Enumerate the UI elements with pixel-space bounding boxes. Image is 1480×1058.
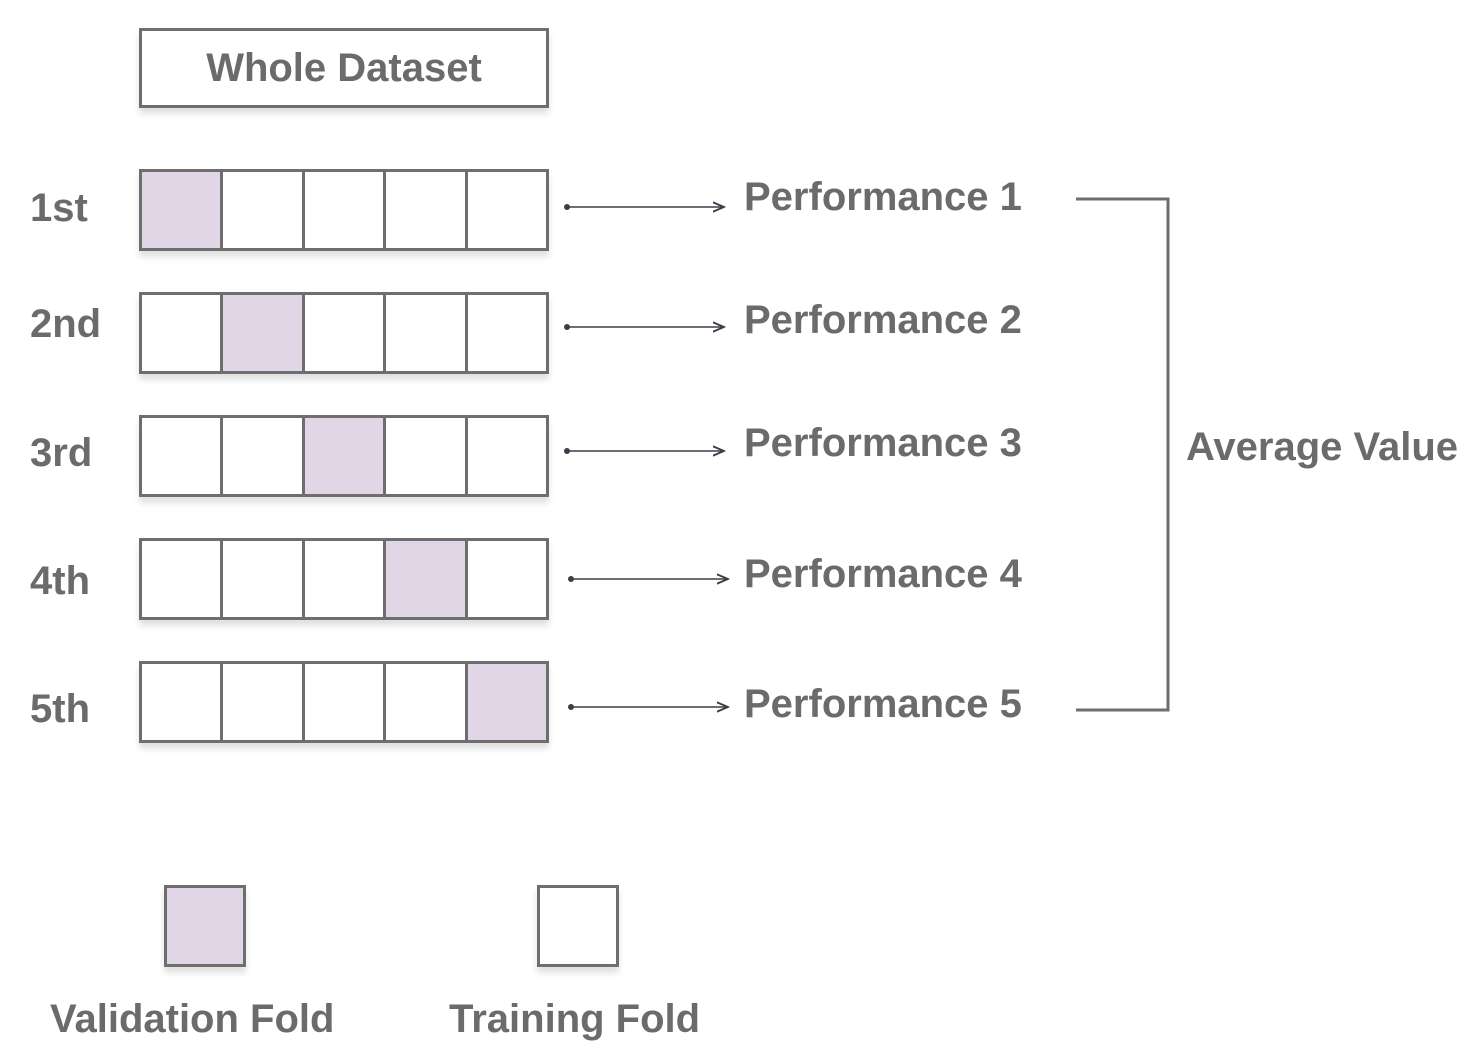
fold-label-1: 1st: [30, 186, 88, 230]
performance-label-3: Performance 3: [744, 421, 1022, 465]
training-fold-cell: [304, 295, 387, 371]
training-fold-cell: [467, 295, 547, 371]
performance-label-2: Performance 2: [744, 298, 1022, 342]
validation-fold-cell: [386, 541, 468, 617]
training-fold-cell: [386, 172, 468, 248]
training-fold-cell: [223, 172, 305, 248]
training-fold-cell: [142, 541, 224, 617]
training-fold-cell: [304, 172, 387, 248]
fold-label-5: 5th: [30, 687, 90, 731]
training-fold-cell: [304, 541, 387, 617]
performance-label-4: Performance 4: [744, 552, 1022, 596]
validation-fold-cell: [142, 172, 224, 248]
fold-label-2: 2nd: [30, 302, 102, 346]
fold-row-5: [139, 661, 549, 743]
average-bracket: [1076, 197, 1170, 712]
whole-dataset-label: Whole Dataset: [206, 45, 482, 90]
fold-row-2: [139, 292, 549, 374]
arrow-4: [568, 576, 728, 582]
validation-fold-cell: [304, 418, 387, 494]
training-fold-cell: [142, 418, 224, 494]
whole-dataset-box: Whole Dataset: [139, 28, 549, 108]
training-fold-cell: [467, 541, 547, 617]
training-fold-cell: [386, 295, 468, 371]
training-fold-cell: [223, 664, 305, 740]
fold-row-4: [139, 538, 549, 620]
training-fold-cell: [304, 664, 387, 740]
arrow-1: [564, 204, 724, 210]
training-fold-cell: [386, 664, 468, 740]
fold-label-4: 4th: [30, 559, 90, 603]
training-fold-cell: [223, 541, 305, 617]
training-fold-cell: [223, 418, 305, 494]
legend-validation-swatch: [164, 885, 246, 967]
training-fold-cell: [386, 418, 468, 494]
arrow-5: [568, 704, 728, 710]
fold-label-3: 3rd: [30, 431, 93, 475]
performance-label-5: Performance 5: [744, 682, 1022, 726]
validation-fold-cell: [467, 664, 547, 740]
arrow-2: [564, 324, 724, 330]
legend-validation-label: Validation Fold: [50, 997, 335, 1041]
validation-fold-cell: [223, 295, 305, 371]
training-fold-cell: [467, 172, 547, 248]
performance-label-1: Performance 1: [744, 175, 1022, 219]
average-value-label: Average Value: [1186, 425, 1459, 469]
arrow-3: [564, 448, 724, 454]
fold-row-3: [139, 415, 549, 497]
fold-row-1: [139, 169, 549, 251]
legend-training-swatch: [537, 885, 619, 967]
training-fold-cell: [142, 295, 224, 371]
training-fold-cell: [467, 418, 547, 494]
training-fold-cell: [142, 664, 224, 740]
legend-training-label: Training Fold: [449, 997, 701, 1041]
